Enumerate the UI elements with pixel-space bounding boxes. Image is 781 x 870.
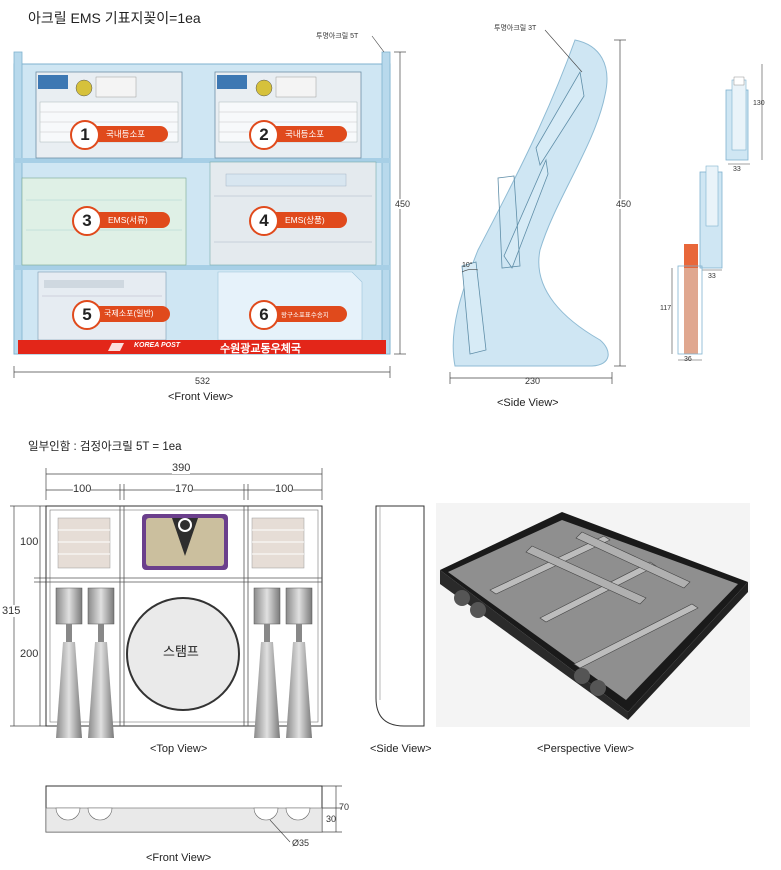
stamp-1 [55,587,83,738]
banner-office: 수원광교동우체국 [220,343,301,355]
front-dim-dia: Ø35 [292,838,310,848]
front-dim-30: 30 [326,814,337,824]
tray-row-top: 100 [20,536,39,548]
stamp-label: 스탬프 [163,644,199,659]
detail-dim-36: 36 [684,356,692,363]
slot-1-number: 1 [70,120,100,150]
slot-4-label: EMS(상품) [285,215,325,225]
front-height-dim: 450 [395,199,411,209]
slot-4: EMS(상품) 4 [249,206,349,236]
stamp-2 [87,587,115,738]
slot-5-number: 5 [72,300,102,330]
tray-row-bottom: 200 [20,648,39,660]
tray-side-view-caption: <Side View> [370,743,432,755]
tray-total-height: 315 [2,605,21,617]
front-width-dim: 532 [195,376,211,386]
tray-col-mid: 170 [175,483,194,495]
tray-col-right: 100 [275,483,294,495]
slot-4-number: 4 [249,206,279,236]
tray-total-width: 390 [172,462,191,474]
slot-3-number: 3 [72,206,102,236]
side-view-drawing [449,29,626,384]
page-title: 아크릴 EMS 기표지꽂이=1ea [28,10,201,26]
slot-5-label: 국제소포(일반) [104,309,154,318]
slot-6-label: 왕구소포표수송지 [281,312,329,319]
tray-col-left: 100 [73,483,92,495]
front-dim-70: 70 [339,802,350,812]
side-material-label: 투명아크릴 3T [494,25,537,32]
perspective-view-caption: <Perspective View> [537,743,635,755]
side-width-dim: 230 [525,376,541,386]
tray-top-view-caption: <Top View> [150,743,208,755]
detail-dim-33a: 33 [733,166,741,173]
pocket-detail-drawing [671,64,763,361]
tray-front-view-caption: <Front View> [146,852,212,864]
front-view-drawing [13,51,391,355]
detail-dim-33b: 33 [708,273,716,280]
section-subtitle: 일부인함 : 검정아크릴 5T = 1ea [28,441,182,453]
detail-dim-117: 117 [660,305,672,312]
side-angle-dim: 10° [462,262,473,269]
slot-1-label: 국내등소포 [106,129,146,139]
detail-dim-130: 130 [753,100,765,107]
slot-2: 국내등소포 2 [249,120,349,150]
front-view-caption: <Front View> [168,391,234,403]
slot-2-number: 2 [249,120,279,150]
slot-5: 국제소포(일반) 5 [72,300,172,330]
slot-6-number: 6 [249,300,279,330]
slot-2-label: 국내등소포 [285,129,325,139]
stamp-4 [285,587,313,738]
side-view-caption: <Side View> [497,397,559,409]
slot-6: 왕구소포표수송지 6 [249,300,349,330]
slot-3-label: EMS(서류) [108,215,148,225]
stamp-3 [253,587,281,738]
slot-3: EMS(서류) 3 [72,206,172,236]
banner-brand: KOREA POST [134,342,181,349]
side-height-dim: 450 [616,199,632,209]
slot-1: 국내등소포 1 [70,120,170,150]
front-material-label: 투명아크릴 5T [316,33,359,40]
